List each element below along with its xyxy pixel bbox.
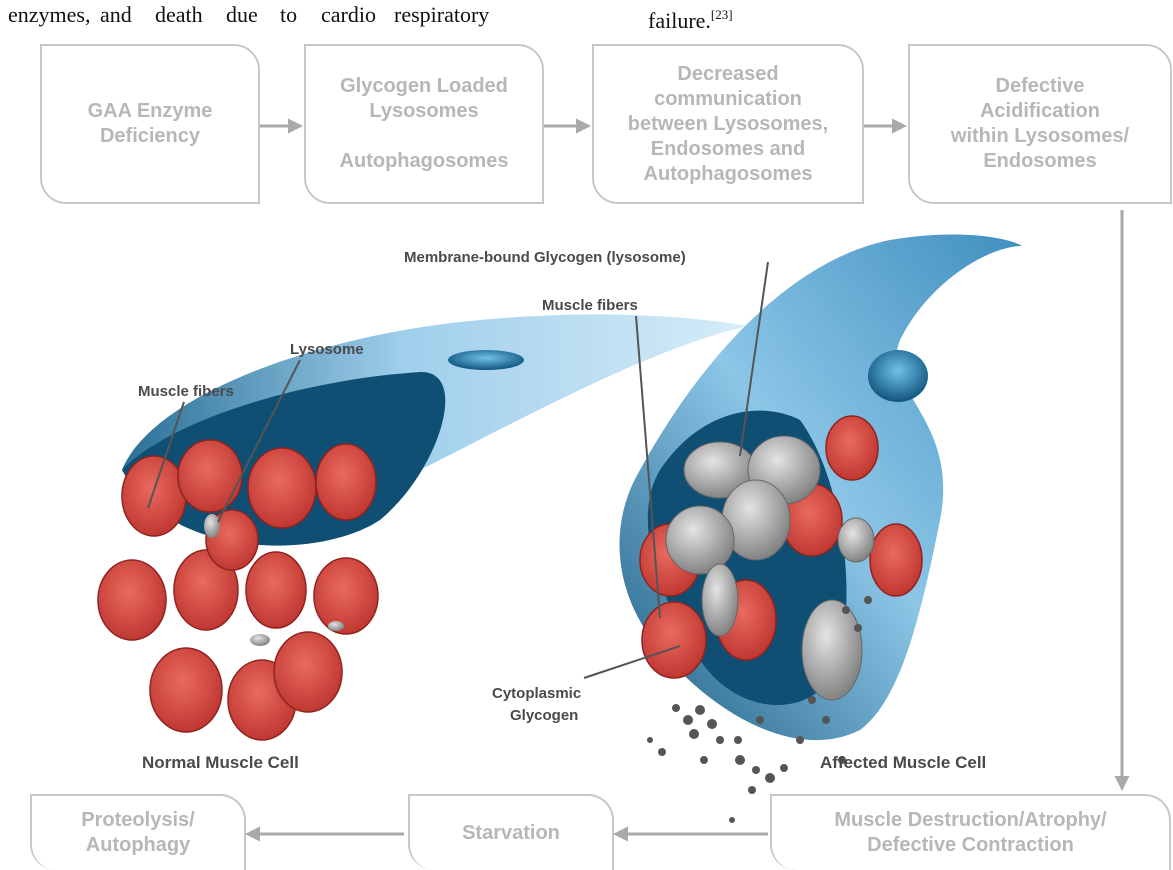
box-line: Endosomes — [983, 149, 1096, 174]
label-muscle-fibers-right: Muscle fibers — [542, 297, 638, 314]
box-line: Autophagy — [86, 833, 190, 858]
box-line: between Lysosomes, — [628, 112, 828, 137]
box-line: Acidification — [980, 99, 1100, 124]
box-line: Defective Contraction — [867, 833, 1074, 858]
box-line: Glycogen Loaded — [340, 74, 508, 99]
label-cytoplasmic-line2: Glycogen — [510, 707, 578, 724]
label-affected-cell: Affected Muscle Cell — [820, 753, 986, 772]
flow-box-gaa-deficiency: GAA Enzyme Deficiency — [40, 44, 260, 204]
flow-box-muscle-destruction: Muscle Destruction/Atrophy/ Defective Co… — [770, 794, 1171, 870]
box-line: Autophagosomes — [340, 149, 509, 174]
box-line: within Lysosomes/ — [951, 124, 1129, 149]
flow-box-starvation: Starvation — [408, 794, 614, 870]
box-line: Deficiency — [100, 124, 200, 149]
box-line: Muscle Destruction/Atrophy/ — [834, 808, 1106, 833]
label-lysosome: Lysosome — [290, 341, 364, 358]
box-line: Defective — [996, 74, 1085, 99]
flow-box-glycogen-loaded: Glycogen Loaded Lysosomes Autophagosomes — [304, 44, 544, 204]
flow-box-defective-acidification: Defective Acidification within Lysosomes… — [908, 44, 1172, 204]
box-line: Endosomes and — [651, 137, 805, 162]
label-muscle-fibers-left: Muscle fibers — [138, 383, 234, 400]
box-line: communication — [654, 87, 802, 112]
flow-box-proteolysis: Proteolysis/ Autophagy — [30, 794, 246, 870]
label-membrane-glycogen: Membrane-bound Glycogen (lysosome) — [404, 249, 686, 266]
box-line: Proteolysis/ — [81, 808, 194, 833]
label-cytoplasmic-line1: Cytoplasmic — [492, 685, 581, 702]
box-line: Lysosomes — [369, 99, 478, 124]
flow-box-decreased-communication: Decreased communication between Lysosome… — [592, 44, 864, 204]
box-line: Starvation — [462, 821, 560, 846]
box-line: Autophagosomes — [644, 162, 813, 187]
box-line: GAA Enzyme — [88, 99, 213, 124]
label-normal-cell: Normal Muscle Cell — [142, 753, 299, 772]
box-line: Decreased — [677, 62, 778, 87]
